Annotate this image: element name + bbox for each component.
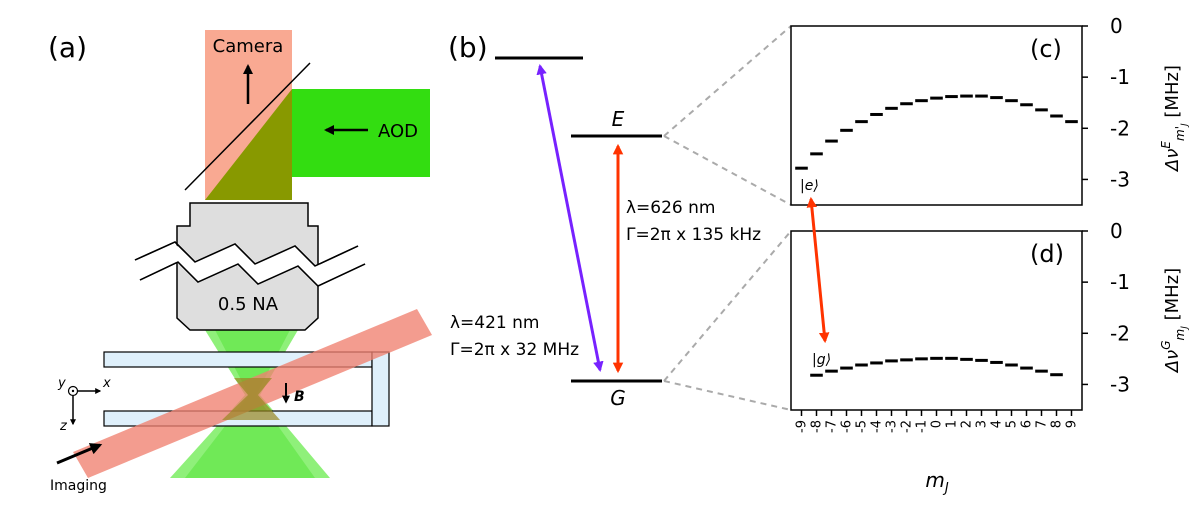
plot-d-ylabel: ΔνGmJ [MHz]: [1159, 268, 1190, 374]
aod-label: AOD: [378, 121, 418, 142]
x-tick-label: 4: [990, 420, 1005, 428]
red-wavelength: λ=626 nm: [626, 198, 716, 218]
y-tick-label: -3: [1110, 372, 1130, 396]
imaging-arrow-icon: [56, 443, 103, 465]
objective-label: 0.5 NA: [218, 294, 279, 315]
axis-x-label: x: [102, 376, 111, 391]
level-E-label: E: [612, 107, 625, 131]
imaging-label: Imaging: [50, 478, 107, 494]
x-tick-label: 8: [1050, 420, 1065, 428]
aod-beam: [292, 89, 430, 177]
state-g-label: |g⟩: [812, 352, 831, 368]
blue-wavelength: λ=421 nm: [450, 313, 540, 333]
x-tick-label: 7: [1035, 420, 1050, 428]
y-tick-label: -1: [1110, 270, 1130, 294]
y-tick-label: 0: [1110, 219, 1123, 243]
x-tick-label: 3: [975, 420, 990, 428]
x-tick-label: -4: [870, 420, 885, 433]
x-tick-label: 2: [960, 420, 975, 428]
level-shift-plots: (c) (d) 0-1-2-3 0-1-2-3 -9-8-7-6-5-4-3-2…: [790, 14, 1190, 496]
plot-c-marks: [795, 94, 1078, 170]
field-label: B: [294, 389, 305, 405]
level-G-label: G: [610, 386, 626, 410]
plot-c-frame: [790, 25, 1083, 206]
panel-a: (a) Camera AOD 0.5 NA: [48, 30, 432, 494]
axis-y-label: y: [57, 376, 66, 391]
x-tick-label: -7: [825, 420, 840, 433]
plot-d-y-ticks: 0 -1 -2 -3: [1082, 219, 1130, 396]
x-tick-label: 6: [1020, 420, 1035, 428]
y-tick-label: -1: [1110, 65, 1130, 89]
axis-z-label: z: [59, 419, 68, 434]
y-tick-label: -3: [1110, 167, 1130, 191]
x-tick-label: 5: [1005, 420, 1020, 428]
panel-b: (b) E G λ=626 nm Γ=2π x 135 kHz λ=421 nm…: [448, 25, 792, 411]
panel-a-label: (a): [48, 31, 87, 64]
y-tick-label: -2: [1110, 116, 1130, 140]
objective-lens: [134, 202, 366, 331]
panel-b-label: (b): [448, 31, 488, 64]
transition-e-g-arrow: [806, 196, 830, 344]
x-tick-label: -8: [810, 420, 825, 433]
plot-d-marks: [810, 356, 1063, 377]
dichroic-mirror: [184, 62, 311, 191]
x-tick-label: -6: [840, 420, 855, 433]
x-tick-label: -9: [795, 420, 810, 433]
lattice-region: [222, 378, 280, 420]
plot-c-y-ticks: 0 -1 -2 -3: [1082, 14, 1130, 191]
beam-overlap: [205, 89, 292, 200]
y-tick-label: -2: [1110, 321, 1130, 345]
x-tick-label: -1: [915, 420, 930, 433]
x-tick-label: -2: [900, 420, 915, 433]
camera-label: Camera: [213, 36, 284, 57]
x-tick-label: 1: [945, 420, 960, 428]
blue-transition-arrow: [536, 63, 604, 373]
coordinate-axes-icon: [67, 385, 102, 426]
plot-d-xlabel: mJ: [925, 468, 948, 496]
state-e-label: |e⟩: [800, 178, 819, 194]
x-tick-label: -3: [885, 420, 900, 433]
panel-d-label: (d): [1030, 240, 1064, 268]
blue-linewidth: Γ=2π x 32 MHz: [450, 340, 579, 360]
red-linewidth: Γ=2π x 135 kHz: [626, 225, 761, 245]
x-tick-label: -5: [855, 420, 870, 433]
zoom-lines: [663, 25, 792, 411]
plot-c-ylabel: ΔνEm'J [MHz]: [1159, 65, 1190, 173]
panel-c-label: (c): [1030, 35, 1062, 63]
x-tick-label: 0: [930, 420, 945, 428]
y-tick-label: 0: [1110, 14, 1123, 38]
x-tick-label: 9: [1065, 420, 1080, 428]
